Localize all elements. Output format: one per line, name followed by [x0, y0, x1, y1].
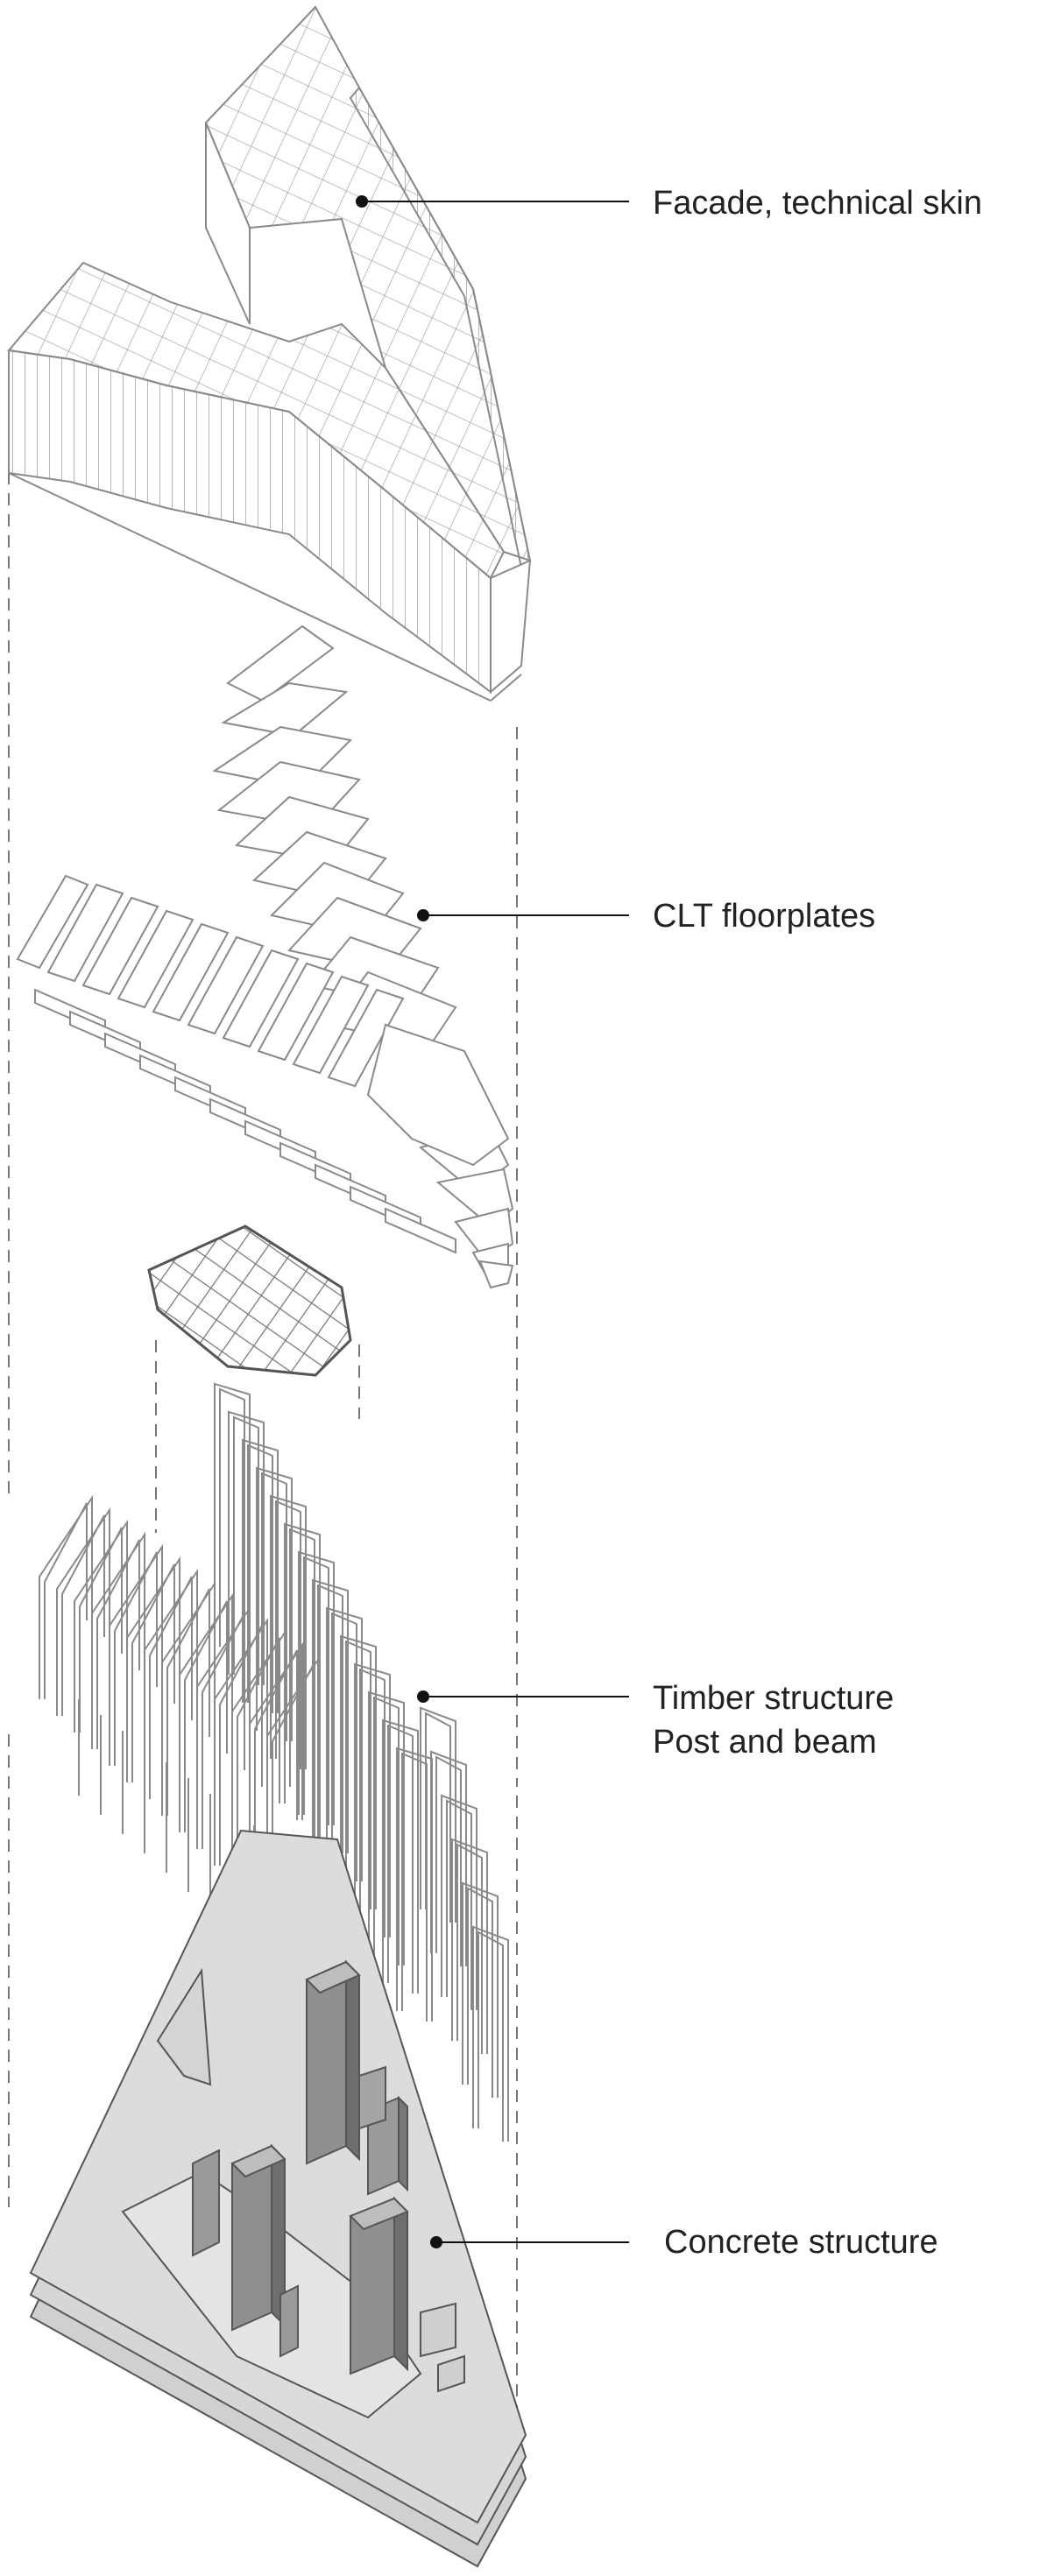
timber-frame-lower-0 — [39, 1494, 93, 1699]
timber-frame-edge-4 — [462, 1881, 499, 2098]
timber-frame-edge-5 — [472, 1925, 509, 2142]
label-facade: Facade, technical skin — [653, 185, 982, 222]
timber-frame-lower-12 — [249, 1641, 303, 1899]
timber-frame-upper-12 — [382, 1719, 419, 1994]
timber-frame-lower-2 — [74, 1519, 128, 1733]
timber-frame-edge-1 — [430, 1750, 467, 1966]
clt-stacked-edges — [34, 988, 514, 1289]
timber-frame-upper-7 — [312, 1578, 349, 1853]
timber-frame-lower-8 — [179, 1592, 233, 1832]
timber-frame-upper-9 — [340, 1634, 377, 1909]
timber-frame-lower-13 — [266, 1654, 321, 1916]
timber-frame-upper-8 — [326, 1606, 363, 1881]
timber-frame-upper-1 — [228, 1410, 265, 1685]
leader-dot-facade — [356, 195, 368, 208]
timber-frame-lower-3 — [91, 1531, 145, 1749]
timber-frame-lower-6 — [144, 1568, 198, 1799]
leader-dot-concrete — [430, 2236, 442, 2248]
leader-lines — [362, 201, 629, 2243]
clt-floorplates-layer — [16, 625, 514, 1289]
timber-frame-upper-0 — [214, 1382, 251, 1657]
timber-frame-lower-5 — [126, 1556, 180, 1782]
timber-frame-upper-4 — [270, 1494, 307, 1769]
timber-frame-lower-1 — [56, 1507, 110, 1716]
facade-right-face — [490, 559, 532, 695]
label-timber-line2: Post and beam — [653, 1724, 877, 1761]
timber-frame-edge-3 — [451, 1838, 488, 2054]
concrete-cores — [192, 1959, 409, 2375]
timber-frame-upper-6 — [298, 1550, 335, 1825]
label-concrete-structure: Concrete structure — [664, 2224, 938, 2261]
label-clt-floorplates: CLT floorplates — [653, 898, 876, 935]
timber-frame-lower-4 — [109, 1543, 163, 1766]
timber-frame-upper-2 — [242, 1438, 279, 1713]
timber-frame-edge-2 — [441, 1794, 477, 2010]
leader-dots — [356, 195, 442, 2248]
roof-lattice — [147, 1224, 352, 1377]
timber-frame-upper-11 — [368, 1690, 405, 1966]
label-timber-structure: Timber structure Post and beam — [653, 1676, 894, 1764]
label-timber-line1: Timber structure — [653, 1680, 895, 1717]
facade-layer — [7, 5, 532, 702]
concrete-left-flap — [156, 1967, 212, 2086]
dashed-guide-lines — [8, 451, 518, 2435]
concrete-structure-layer — [29, 1829, 527, 2568]
timber-structure-layer — [39, 1382, 509, 2142]
timber-frame-edge-0 — [420, 1706, 456, 1923]
timber-frame-upper-3 — [256, 1466, 293, 1741]
timber-frame-upper-10 — [354, 1662, 391, 1937]
leader-dot-timber — [417, 1690, 429, 1703]
leader-dot-clt — [417, 909, 429, 921]
concrete-stair-detail — [420, 2302, 465, 2393]
clt-main-plate — [366, 1023, 510, 1167]
